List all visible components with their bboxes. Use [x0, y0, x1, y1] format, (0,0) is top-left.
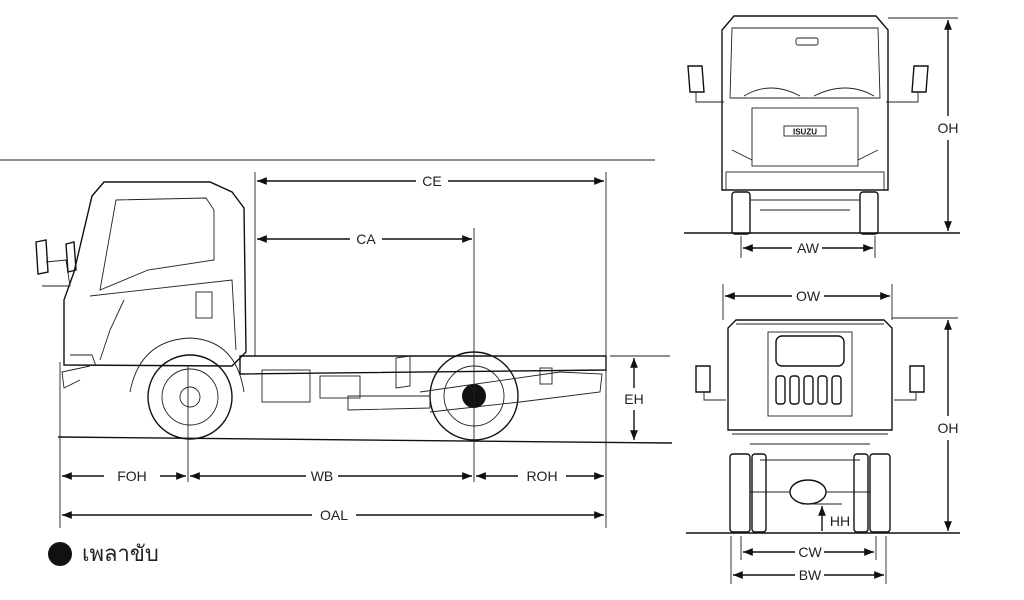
cab-windshield: [99, 197, 215, 291]
rear-right-mirror: [909, 365, 925, 393]
rear-right-tire-inner: [853, 453, 869, 533]
rear-left-tire-outer: [729, 453, 751, 533]
dim-label-cw: CW: [798, 544, 822, 560]
ground-line: [57, 436, 673, 444]
dim-label-oh-rear: OH: [938, 420, 959, 436]
front-grille: [751, 107, 859, 167]
rear-cab-outline: [727, 319, 893, 431]
legend-label: เพลาขับ: [82, 542, 159, 567]
differential: [789, 479, 827, 505]
dim-label-aw: AW: [797, 240, 820, 256]
dim-label-eh: EH: [624, 391, 643, 407]
dim-label-hh: HH: [830, 513, 850, 529]
legend: เพลาขับ: [48, 536, 159, 571]
door-handle: [195, 291, 213, 319]
side-view-truck: [0, 159, 673, 444]
dim-label-ow: OW: [796, 288, 821, 304]
dim-label-roh: ROH: [526, 468, 557, 484]
dim-label-ca: CA: [356, 231, 376, 247]
side-view-dimensions: [59, 172, 670, 528]
front-right-mirror: [911, 65, 929, 93]
front-cab-outline: [721, 15, 889, 191]
rear-window: [775, 335, 845, 367]
rear-left-tire-inner: [751, 453, 767, 533]
dim-label-foh: FOH: [117, 468, 147, 484]
rear-right-tire-outer: [869, 453, 891, 533]
chassis-frame: [239, 355, 607, 375]
dim-label-bw: BW: [799, 567, 822, 583]
rear-view-truck: [695, 319, 925, 533]
front-left-mirror: [687, 65, 705, 93]
dim-label-oh-front: OH: [938, 120, 959, 136]
drive-axle-legend-icon: [48, 541, 72, 566]
front-view-dimensions: [684, 17, 960, 258]
front-badge: ISUZU: [793, 128, 817, 137]
front-windshield: [729, 27, 881, 99]
rear-left-mirror: [695, 365, 711, 393]
front-view-truck: ISUZU: [687, 15, 929, 235]
dim-label-oal: OAL: [320, 507, 348, 523]
side-mirror: [35, 239, 49, 275]
rear-view-dimensions: [686, 284, 960, 584]
front-left-tire: [731, 191, 751, 235]
dim-label-ce: CE: [422, 173, 441, 189]
front-right-tire: [859, 191, 879, 235]
dim-label-wb: WB: [311, 468, 334, 484]
front-wheel: [147, 354, 233, 440]
cab-outline: [63, 181, 247, 367]
